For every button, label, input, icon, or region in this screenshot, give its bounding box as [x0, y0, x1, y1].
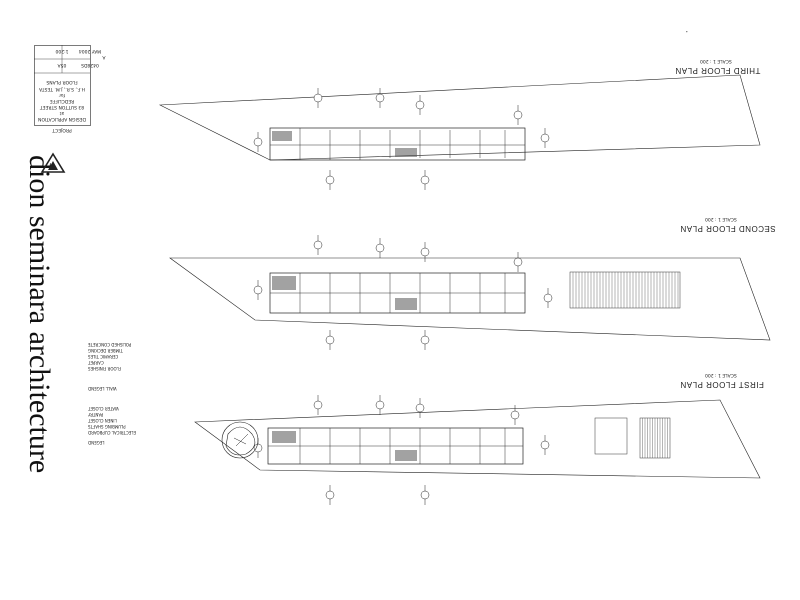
grid-marker — [415, 398, 425, 418]
building-third-floor — [269, 127, 526, 161]
grid-marker — [513, 252, 523, 272]
plan-scale-third: SCALE 1 : 200 — [700, 58, 732, 63]
architect-brand: dion seminara architecture — [23, 155, 56, 474]
grid-marker — [375, 395, 385, 415]
plan-scale-first: SCALE 1 : 200 — [705, 372, 737, 377]
grid-marker — [543, 288, 553, 308]
site-boundary-third — [158, 74, 761, 161]
grid-marker — [313, 88, 323, 108]
plan-title-third: THIRD FLOOR PLAN — [675, 66, 761, 75]
grid-marker — [253, 132, 263, 152]
grid-marker — [313, 235, 323, 255]
grid-marker — [325, 485, 335, 505]
grid-marker — [253, 280, 263, 300]
title-block: 1:200 MAY 2004 05A 0428DS A FLOOR PLANS … — [34, 45, 114, 285]
grid-marker — [510, 405, 520, 425]
grid-marker — [375, 238, 385, 258]
grid-marker — [540, 435, 550, 455]
grid-marker — [420, 485, 430, 505]
grid-marker — [513, 105, 523, 125]
plan-scale-second: SCALE 1 : 200 — [705, 216, 737, 221]
grid-marker — [415, 95, 425, 115]
grid-marker — [420, 242, 430, 262]
architect-logo — [40, 152, 66, 173]
hatched-structure-second — [569, 271, 681, 309]
annex-first — [594, 417, 628, 455]
grid-marker — [420, 170, 430, 190]
grid-marker — [313, 395, 323, 415]
grid-marker — [325, 330, 335, 350]
plan-title-first: FIRST FLOOR PLAN — [680, 380, 764, 389]
site-boundary-first — [194, 399, 761, 479]
grid-marker — [540, 128, 550, 148]
grid-marker — [325, 170, 335, 190]
tree-symbol — [221, 421, 259, 459]
edge-note: • — [686, 29, 688, 34]
site-boundary-second — [169, 257, 771, 341]
grid-marker — [375, 88, 385, 108]
grid-marker — [420, 330, 430, 350]
plan-title-second: SECOND FLOOR PLAN — [680, 224, 776, 233]
